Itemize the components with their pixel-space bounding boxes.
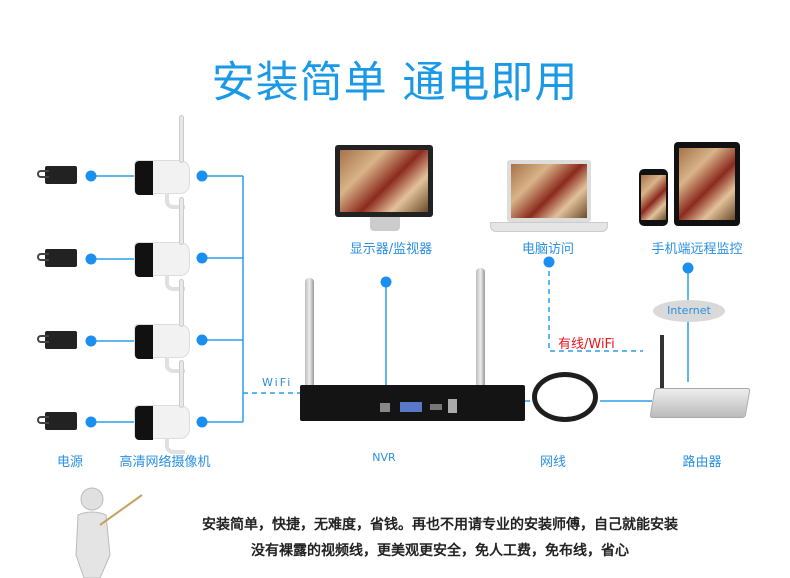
monitor-icon (335, 145, 433, 217)
camera-icon (134, 197, 190, 291)
laptop-icon (507, 160, 591, 222)
description-text: 安装简单，快捷，无难度，省钱。再也不用请专业的安装师傅，自己就能安装 没有裸露的… (150, 512, 730, 564)
wired-wifi-label: 有线/WiFi (558, 337, 615, 352)
headline: 安装简单 通电即用 (211, 58, 579, 108)
router-icon (649, 388, 751, 418)
power-adapter-icon (37, 412, 77, 430)
nvr-label: NVR (372, 451, 396, 464)
computer-label: 电脑访问 (521, 242, 575, 257)
network-cable-icon (532, 372, 598, 422)
internet-bubble: Internet (653, 300, 725, 322)
camera-label: 高清网络摄像机 (119, 455, 211, 470)
router-antenna-icon (660, 335, 664, 395)
power-label: 电源 (56, 455, 84, 470)
description-line: 没有裸露的视频线，更美观更安全，免人工费，免布线，省心 (251, 543, 629, 559)
power-adapter-icon (37, 166, 77, 184)
mobile-label: 手机端远程监控 (651, 242, 743, 257)
camera-icon (134, 360, 190, 454)
wifi-label: WiFi (262, 376, 293, 389)
antenna-icon (305, 278, 314, 418)
presenter-figure-icon (75, 487, 143, 578)
power-adapter-icon (37, 331, 77, 349)
antenna-icon (476, 268, 485, 410)
camera-icon (134, 279, 190, 373)
camera-icon (134, 115, 190, 209)
phone-icon (639, 169, 668, 226)
power-adapter-icon (37, 249, 77, 267)
description-line: 安装简单，快捷，无难度，省钱。再也不用请专业的安装师傅，自己就能安装 (202, 517, 678, 533)
monitor-label: 显示器/监视器 (349, 242, 433, 257)
nvr-device-icon (300, 385, 525, 421)
tablet-icon (674, 142, 740, 226)
router-label: 路由器 (682, 455, 722, 470)
cable-label: 网线 (539, 455, 567, 470)
